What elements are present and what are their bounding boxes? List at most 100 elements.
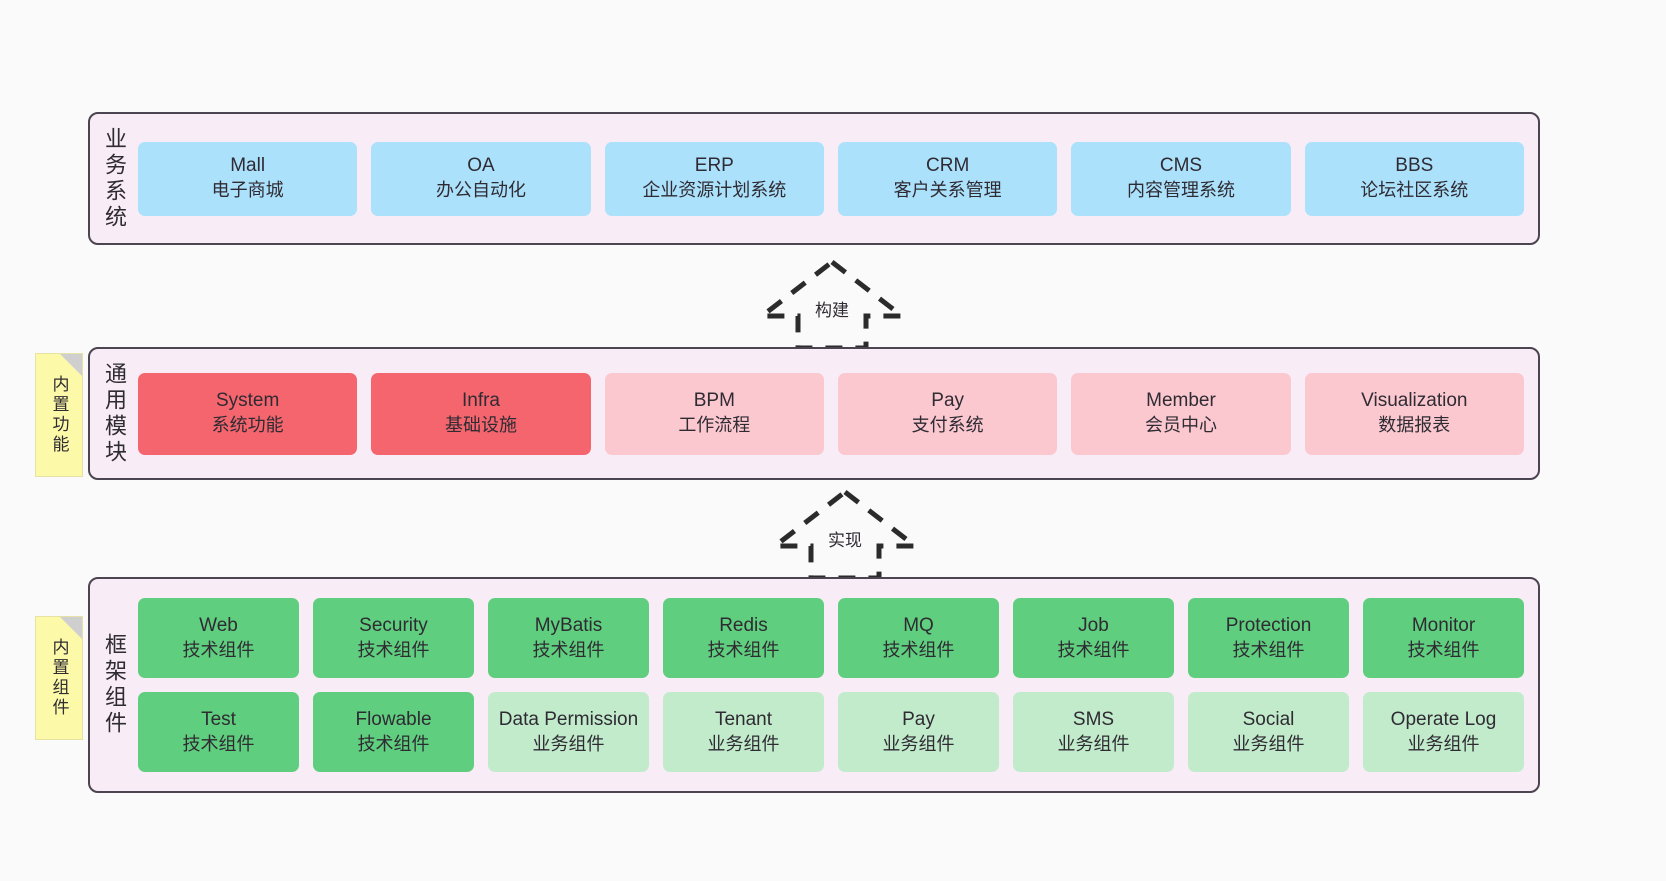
- card-redis[interactable]: Redis 技术组件: [663, 598, 824, 678]
- card-pay-module-sub: 支付系统: [911, 415, 984, 436]
- card-bbs-sub: 论坛社区系统: [1360, 180, 1469, 201]
- card-cms[interactable]: CMS 内容管理系统: [1071, 141, 1291, 216]
- sticky-note-builtin-functions: 内置功能: [35, 353, 83, 477]
- card-visualization[interactable]: Visualization 数据报表: [1304, 372, 1524, 455]
- card-monitor-sub: 技术组件: [1407, 639, 1480, 660]
- card-test[interactable]: Test 技术组件: [138, 692, 299, 772]
- card-monitor-name: Monitor: [1411, 614, 1476, 636]
- card-flowable-sub: 技术组件: [357, 733, 430, 754]
- card-mq-name: MQ: [903, 614, 934, 636]
- sticky-note-builtin-functions-label: 内置功能: [49, 375, 69, 455]
- sticky-note-builtin-components: 内置组件: [35, 616, 83, 740]
- card-tenant[interactable]: Tenant 业务组件: [663, 692, 824, 772]
- card-bpm[interactable]: BPM 工作流程: [604, 372, 824, 455]
- arrow-realize: 实现: [765, 488, 925, 581]
- card-sms[interactable]: SMS 业务组件: [1013, 692, 1174, 772]
- card-security[interactable]: Security 技术组件: [313, 598, 474, 678]
- card-system[interactable]: System 系统功能: [138, 372, 358, 455]
- card-protection-name: Protection: [1225, 614, 1312, 636]
- card-mall[interactable]: Mall 电子商城: [138, 141, 358, 216]
- card-job-sub: 技术组件: [1057, 639, 1130, 660]
- layer-title-common-modules: 通用模块: [102, 361, 127, 466]
- arrow-realize-outline: [767, 488, 923, 581]
- card-sms-name: SMS: [1072, 708, 1115, 730]
- card-test-name: Test: [201, 708, 236, 730]
- card-crm-sub: 客户关系管理: [893, 180, 1002, 201]
- card-monitor[interactable]: Monitor 技术组件: [1363, 598, 1524, 678]
- card-operate-log[interactable]: Operate Log 业务组件: [1363, 692, 1524, 772]
- card-data-permission[interactable]: Data Permission 业务组件: [488, 692, 649, 772]
- card-erp-sub: 企业资源计划系统: [642, 180, 787, 201]
- card-visualization-sub: 数据报表: [1378, 415, 1451, 436]
- layer-body-framework-components: Web 技术组件 Security 技术组件 MyBatis 技术组件 Redi…: [138, 579, 1538, 791]
- card-social-sub: 业务组件: [1232, 733, 1305, 754]
- card-infra[interactable]: Infra 基础设施: [371, 372, 591, 455]
- card-security-sub: 技术组件: [357, 639, 430, 660]
- arrow-build: 构建: [752, 258, 912, 351]
- card-oa-name: OA: [467, 155, 495, 177]
- card-member-name: Member: [1146, 390, 1216, 412]
- card-data-permission-name: Data Permission: [498, 708, 639, 730]
- card-web-sub: 技术组件: [182, 639, 255, 660]
- layer-body-common-modules: System 系统功能 Infra 基础设施 BPM 工作流程 Pay 支付系统…: [138, 349, 1538, 478]
- card-crm[interactable]: CRM 客户关系管理: [837, 141, 1058, 216]
- card-bbs-name: BBS: [1395, 155, 1434, 177]
- card-mall-sub: 电子商城: [211, 180, 284, 201]
- card-mq-sub: 技术组件: [882, 639, 955, 660]
- layer-business-system: 业务系统 Mall 电子商城 OA 办公自动化 ERP 企业资源计划系统 CRM: [88, 112, 1540, 245]
- layer-title-business-system: 业务系统: [102, 126, 127, 231]
- card-job-name: Job: [1078, 614, 1109, 636]
- card-member-sub: 会员中心: [1144, 415, 1217, 436]
- card-flowable-name: Flowable: [355, 708, 432, 730]
- card-member[interactable]: Member 会员中心: [1071, 372, 1291, 455]
- card-test-sub: 技术组件: [182, 733, 255, 754]
- card-mybatis[interactable]: MyBatis 技术组件: [488, 598, 649, 678]
- card-social[interactable]: Social 业务组件: [1188, 692, 1349, 772]
- framework-components-grid: Web 技术组件 Security 技术组件 MyBatis 技术组件 Redi…: [138, 598, 1524, 772]
- card-web-name: Web: [199, 614, 238, 636]
- card-pay-component-sub: 业务组件: [882, 733, 955, 754]
- card-system-name: System: [215, 390, 280, 412]
- card-mq[interactable]: MQ 技术组件: [838, 598, 999, 678]
- card-infra-name: Infra: [461, 390, 500, 412]
- framework-business-row: Test 技术组件 Flowable 技术组件 Data Permission …: [138, 692, 1524, 772]
- card-mybatis-name: MyBatis: [534, 614, 603, 636]
- card-cms-name: CMS: [1159, 155, 1203, 177]
- card-sms-sub: 业务组件: [1057, 733, 1130, 754]
- card-redis-sub: 技术组件: [707, 639, 780, 660]
- card-oa[interactable]: OA 办公自动化: [371, 141, 591, 216]
- card-mall-name: Mall: [230, 155, 266, 177]
- card-bbs[interactable]: BBS 论坛社区系统: [1304, 141, 1524, 216]
- card-redis-name: Redis: [719, 614, 768, 636]
- framework-tech-row: Web 技术组件 Security 技术组件 MyBatis 技术组件 Redi…: [138, 598, 1524, 678]
- card-security-name: Security: [359, 614, 428, 636]
- layer-common-modules: 通用模块 System 系统功能 Infra 基础设施 BPM 工作流程 Pay: [88, 347, 1540, 480]
- sticky-note-builtin-components-label: 内置组件: [49, 638, 69, 718]
- card-flowable[interactable]: Flowable 技术组件: [313, 692, 474, 772]
- card-bpm-sub: 工作流程: [678, 415, 751, 436]
- card-data-permission-sub: 业务组件: [532, 733, 605, 754]
- layer-title-framework-components: 框架组件: [102, 633, 127, 737]
- card-erp[interactable]: ERP 企业资源计划系统: [604, 141, 824, 216]
- card-social-name: Social: [1242, 708, 1295, 730]
- card-pay-component[interactable]: Pay 业务组件: [838, 692, 999, 772]
- card-mybatis-sub: 技术组件: [532, 639, 605, 660]
- common-modules-card-row: System 系统功能 Infra 基础设施 BPM 工作流程 Pay 支付系统…: [138, 372, 1524, 455]
- layer-body-business-system: Mall 电子商城 OA 办公自动化 ERP 企业资源计划系统 CRM 客户关系…: [138, 114, 1538, 243]
- card-protection[interactable]: Protection 技术组件: [1188, 598, 1349, 678]
- card-visualization-name: Visualization: [1361, 390, 1468, 412]
- card-job[interactable]: Job 技术组件: [1013, 598, 1174, 678]
- arrow-build-outline: [754, 258, 910, 351]
- note-fold-corner-icon: [60, 354, 82, 376]
- card-tenant-sub: 业务组件: [707, 733, 780, 754]
- card-crm-name: CRM: [926, 155, 970, 177]
- business-system-card-row: Mall 电子商城 OA 办公自动化 ERP 企业资源计划系统 CRM 客户关系…: [138, 141, 1524, 216]
- card-web[interactable]: Web 技术组件: [138, 598, 299, 678]
- card-cms-sub: 内容管理系统: [1126, 180, 1235, 201]
- card-pay-module[interactable]: Pay 支付系统: [837, 372, 1058, 455]
- card-operate-log-name: Operate Log: [1390, 708, 1497, 730]
- card-pay-module-name: Pay: [931, 390, 965, 412]
- note-fold-corner-icon: [60, 617, 82, 639]
- card-erp-name: ERP: [694, 155, 734, 177]
